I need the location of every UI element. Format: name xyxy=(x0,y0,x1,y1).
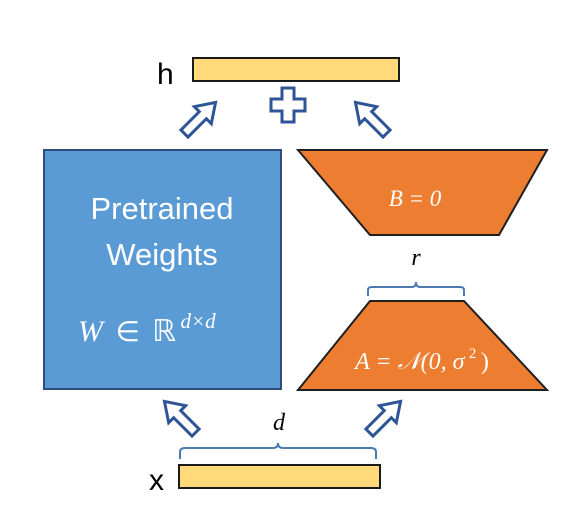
pretrained-formula-in: ∈ xyxy=(115,317,139,348)
output-label: h xyxy=(157,58,174,91)
arrow-pretrained-to-h-icon xyxy=(178,100,218,140)
pretrained-title-line1: Pretrained xyxy=(90,191,233,226)
pretrained-weights-block xyxy=(43,149,282,390)
pretrained-formula-var: W xyxy=(78,315,106,348)
pretrained-title-line2: Weights xyxy=(106,237,217,272)
matrix-a-formula-rhs: ) xyxy=(481,349,489,375)
plus-icon xyxy=(269,86,307,124)
matrix-a-formula-sup: 2 xyxy=(469,346,477,362)
arrow-b-to-h-icon xyxy=(353,100,393,140)
arrow-x-to-pretrained-icon xyxy=(162,399,202,439)
rank-brace xyxy=(367,281,465,296)
pretrained-formula-sup: d×d xyxy=(181,309,217,333)
pretrained-formula-set: ℝ xyxy=(152,315,176,348)
output-vector-h xyxy=(192,57,400,82)
dim-label: d xyxy=(273,410,286,436)
matrix-b-formula: B = 0 xyxy=(389,186,442,211)
matrix-b-block xyxy=(295,149,549,236)
arrow-x-to-a-icon xyxy=(363,399,403,439)
rank-label: r xyxy=(411,245,421,271)
input-label: x xyxy=(149,464,164,497)
input-vector-x xyxy=(178,464,381,489)
dim-brace xyxy=(179,442,377,459)
matrix-a-formula: A = 𝒩(0, σ 2 ) xyxy=(353,345,489,375)
matrix-a-formula-lhs: A = 𝒩(0, σ xyxy=(353,349,465,375)
matrix-a-block xyxy=(295,300,550,391)
pretrained-formula: W ∈ ℝ d×d xyxy=(78,309,216,348)
